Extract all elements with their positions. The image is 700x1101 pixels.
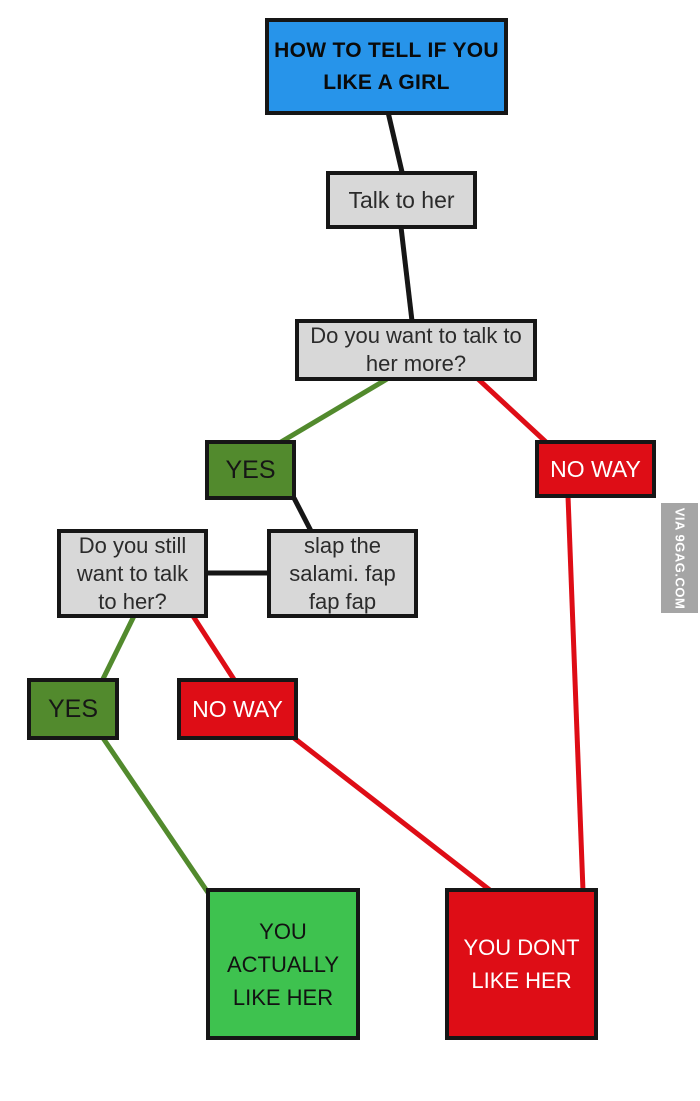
node-talk-to-her: Talk to her [326,171,477,229]
node-still-want-to-talk: Do you still want to talk to her? [57,529,208,618]
edge-talk-to-want-more [398,226,415,322]
node-how-to-tell-title: HOW TO TELL IF YOU LIKE A GIRL [265,18,508,115]
node-no-way-2: NO WAY [177,678,298,740]
node-yes-1: YES [205,440,296,500]
edge-yes2-to-like [100,736,214,899]
watermark-9gag-label: VIA 9GAG.COM [672,507,687,609]
node-you-actually-like-her: YOU ACTUALLY LIKE HER [206,888,360,1040]
edge-yes1-to-salami [291,496,314,533]
node-slap-the-salami: slap the salami. fap fap fap [267,529,418,618]
edge-title-to-talk [385,111,405,173]
edge-still-to-noway2 [190,614,238,683]
watermark-9gag-badge: VIA 9GAG.COM [661,503,698,613]
node-you-dont-like-her: YOU DONT LIKE HER [445,888,598,1040]
edge-want-more-to-noway1 [475,376,549,445]
edge-still-to-yes2 [99,614,137,683]
node-yes-2: YES [27,678,119,740]
edge-noway2-to-dont-like [292,736,493,893]
edge-want-more-to-yes1 [279,376,389,445]
node-want-to-talk-more: Do you want to talk to her more? [295,319,537,381]
node-no-way-1: NO WAY [535,440,656,498]
edge-noway1-to-dont-like [565,495,586,892]
